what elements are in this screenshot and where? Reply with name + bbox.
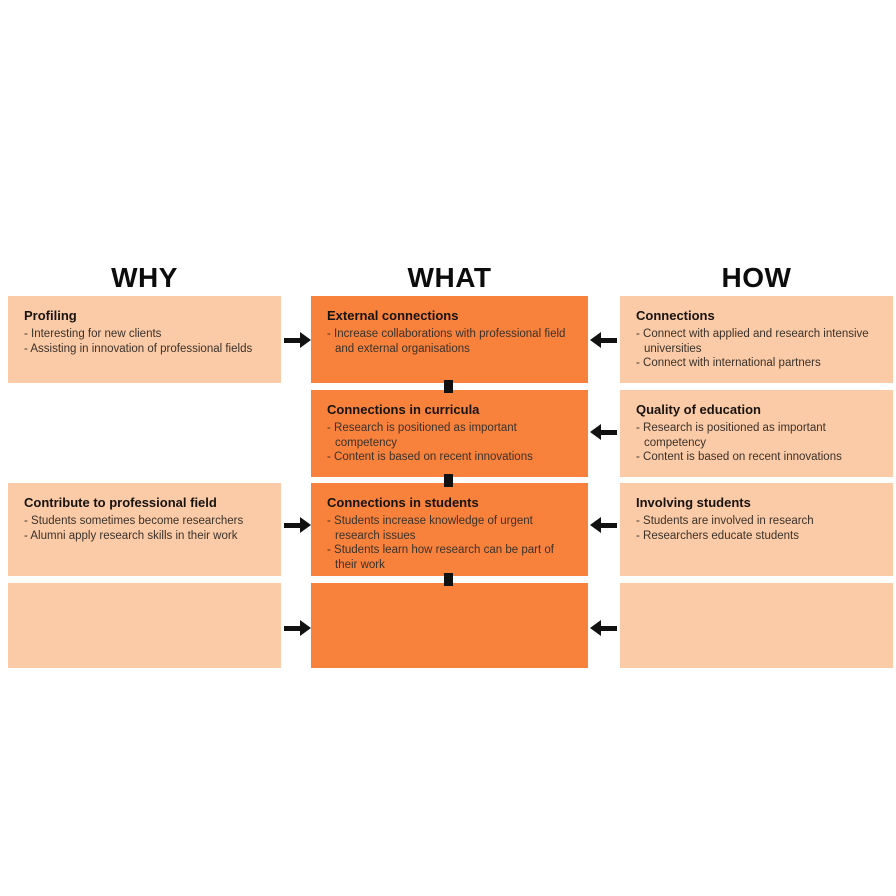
why-box-contribute-to-professional-field: Contribute to professional field - Stude… (8, 483, 281, 576)
arrow-shaft (601, 522, 617, 528)
bullet-item: - Research is positioned as important co… (327, 422, 517, 449)
what-box-connections-in-students: Connections in students - Students incre… (311, 483, 588, 576)
column-header-what: WHAT (407, 262, 492, 293)
bullet-item: - Students increase knowledge of urgent … (327, 515, 533, 542)
how-box-quality-of-education: Quality of education - Research is posit… (620, 390, 893, 477)
bullet-item: - Connect with applied and research inte… (636, 328, 869, 355)
what-box-external-connections: External connections - Increase collabor… (311, 296, 588, 383)
arrow-head (300, 620, 311, 636)
arrow-head (300, 517, 311, 533)
box-title: Involving students (636, 495, 751, 510)
arrow-shaft (601, 337, 617, 343)
how-to-what-arrow-row4-left-arrow-icon (590, 620, 617, 636)
box-title: Connections in students (327, 495, 479, 510)
why-box-profiling: Profiling - Interesting for new clients … (8, 296, 281, 383)
arrow-head (590, 424, 601, 440)
arrow-shaft (601, 625, 617, 631)
box-title: Contribute to professional field (24, 495, 217, 510)
column-header-how: HOW (721, 262, 792, 293)
what-column-connector-2 (444, 474, 453, 487)
bullet-item: - Content is based on recent innovations (327, 451, 533, 463)
how-box-connections: Connections - Connect with applied and r… (620, 296, 893, 383)
arrow-head (590, 620, 601, 636)
what-box-connections-in-curricula: Connections in curricula - Research is p… (311, 390, 588, 477)
box-title: External connections (327, 308, 459, 323)
bullet-item: - Interesting for new clients (24, 328, 162, 340)
how-box-empty (620, 583, 893, 668)
bullet-item: - Assisting in innovation of professiona… (24, 342, 253, 355)
arrow-head (300, 332, 311, 348)
arrow-shaft (284, 337, 300, 343)
bullet-item: - Connect with international partners (636, 357, 821, 369)
arrow-head (590, 517, 601, 533)
arrow-shaft (284, 522, 300, 528)
what-column-connector-3 (444, 573, 453, 586)
arrow-shaft (284, 625, 300, 631)
why-to-what-arrow-row4-right-arrow-icon (284, 620, 311, 636)
what-column-connector-1 (444, 380, 453, 393)
box-title: Profiling (24, 308, 77, 323)
box-title: Quality of education (636, 402, 761, 417)
bullet-item: - Researchers educate students (636, 529, 800, 542)
box-title: Connections (636, 308, 715, 323)
column-header-why: WHY (111, 262, 178, 293)
bullet-item: - Research is positioned as important co… (636, 422, 826, 449)
how-to-what-arrow-row2-left-arrow-icon (590, 424, 617, 440)
how-to-what-arrow-row3-left-arrow-icon (590, 517, 617, 533)
why-to-what-arrow-row3-right-arrow-icon (284, 517, 311, 533)
arrow-head (590, 332, 601, 348)
what-box-empty (311, 583, 588, 668)
bullet-item: - Alumni apply research skills in their … (24, 529, 238, 542)
why-box-empty (8, 583, 281, 668)
how-to-what-arrow-row1-left-arrow-icon (590, 332, 617, 348)
bullet-item: - Students are involved in research (636, 515, 814, 527)
bullet-item: - Students learn how research can be par… (327, 544, 554, 571)
bullet-item: - Students sometimes become researchers (24, 515, 244, 527)
box-title: Connections in curricula (327, 402, 480, 417)
bullet-item: - Increase collaborations with professio… (327, 328, 566, 355)
bullet-item: - Content is based on recent innovations (636, 451, 842, 463)
how-box-involving-students: Involving students - Students are involv… (620, 483, 893, 576)
arrow-shaft (601, 429, 617, 435)
why-to-what-arrow-row1-right-arrow-icon (284, 332, 311, 348)
